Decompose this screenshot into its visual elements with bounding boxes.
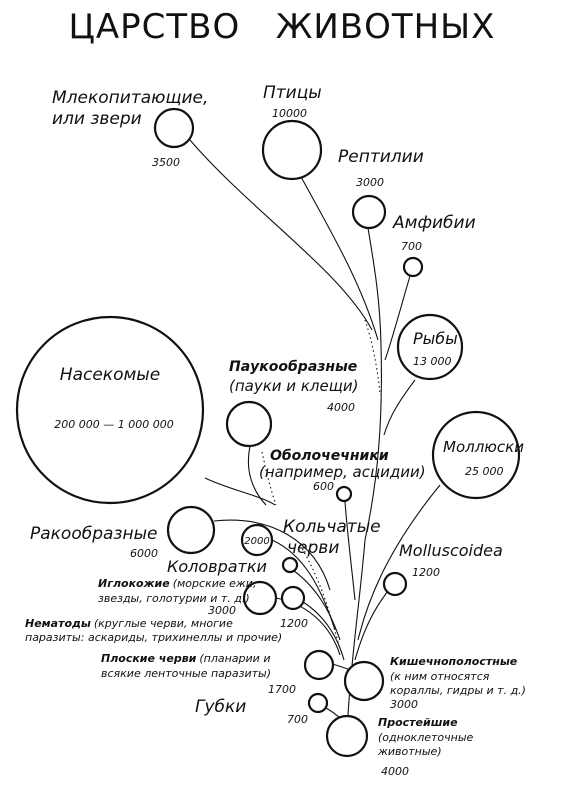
circle-protozoa xyxy=(325,714,369,758)
branch-main-stem xyxy=(364,344,382,541)
branch-reptiles xyxy=(367,227,382,346)
circle-insects xyxy=(15,315,205,505)
note-echinoderms-line1: (морские ежи, xyxy=(173,577,257,590)
label-sponges: Губки xyxy=(195,697,246,717)
branch-crustaceans xyxy=(213,519,331,591)
label-annelids-line2: черви xyxy=(287,538,339,558)
circle-coelenterates xyxy=(343,660,385,702)
count-fish: 13 000 xyxy=(413,355,452,368)
circle-arachnids xyxy=(225,400,273,448)
count-molluscs: 25 000 xyxy=(465,465,504,478)
count-birds: 10000 xyxy=(272,107,307,120)
branch-arachnids xyxy=(247,445,267,506)
dotted-link-top xyxy=(364,319,381,396)
note-arachnids: (пауки и клещи) xyxy=(229,377,358,395)
label-flatworms: Плоские черви xyxy=(101,652,197,665)
branch-mammals xyxy=(189,139,373,331)
branch-nematodes xyxy=(299,599,345,661)
label-molluscoidea: Molluscoidea xyxy=(399,541,503,560)
label-molluscs: Моллюски xyxy=(443,438,524,456)
count-sponges: 700 xyxy=(287,713,308,726)
label-nematodes-line1: Нематоды(круглые черви, многие xyxy=(25,617,233,630)
branch-amphibians xyxy=(384,275,411,361)
label-coelenterates: Кишечнополостные xyxy=(390,655,518,668)
count-insects: 200 000 — 1 000 000 xyxy=(54,418,173,431)
label-insects: Насекомые xyxy=(60,365,160,385)
count-protozoa: 4000 xyxy=(381,765,409,778)
note-flatworms-line1: (планарии и xyxy=(199,652,270,665)
count-molluscoidea: 1200 xyxy=(412,566,440,579)
circle-flatworms xyxy=(303,649,335,681)
branch-molluscoidea xyxy=(354,585,393,661)
circle-echinoderms xyxy=(242,580,278,616)
branch-fish xyxy=(383,379,416,436)
branch-insects xyxy=(204,477,276,506)
count-annelids: 2000 xyxy=(244,536,269,547)
label-annelids-line1: Кольчатые xyxy=(283,517,381,537)
circle-sponges xyxy=(307,692,329,714)
count-nematodes: 1200 xyxy=(280,617,308,630)
count-coelenterates: 3000 xyxy=(390,698,418,711)
label-birds: Птицы xyxy=(263,83,322,103)
count-amphibians: 700 xyxy=(401,240,422,253)
note-protozoa-line1: (одноклеточные xyxy=(378,731,474,744)
note-protozoa-line2: животные) xyxy=(377,745,442,758)
count-arachnids: 4000 xyxy=(327,401,355,414)
circle-tunicates xyxy=(335,485,353,503)
branches xyxy=(189,139,441,721)
circle-amphibians xyxy=(402,256,424,278)
dotted-link-lower xyxy=(299,544,341,651)
note-nematodes-line2: паразиты: аскариды, трихинеллы и прочие) xyxy=(25,631,282,644)
label-mammals-line2: или звери xyxy=(52,109,142,129)
branch-molluscs xyxy=(357,484,441,641)
label-flatworms-line1: Плоские черви(планарии и xyxy=(101,652,270,665)
label-echinoderms-line1: Иглокожие(морские ежи, xyxy=(98,577,256,590)
label-arachnids: Паукообразные xyxy=(229,359,357,375)
label-echinoderms: Иглокожие xyxy=(98,577,170,590)
count-flatworms: 1700 xyxy=(268,683,296,696)
label-rotifers: Коловратки xyxy=(167,557,267,576)
page-title: ЦАРСТВО ЖИВОТНЫХ xyxy=(69,7,496,47)
note-flatworms-line2: всякие ленточные паразиты) xyxy=(101,667,271,680)
circle-molluscoidea xyxy=(382,571,408,597)
labels: Млекопитающие, или звери 3500 Птицы 1000… xyxy=(25,83,526,778)
label-amphibians: Амфибии xyxy=(392,213,476,233)
count-crustaceans: 6000 xyxy=(130,547,158,560)
count-tunicates: 600 xyxy=(313,480,334,493)
label-reptiles: Рептилии xyxy=(338,147,424,167)
circle-birds xyxy=(261,119,323,181)
count-reptiles: 3000 xyxy=(356,176,384,189)
label-protozoa: Простейшие xyxy=(378,716,458,729)
note-coelenterates-line2: кораллы, гидры и т. д.) xyxy=(390,684,526,697)
count-echinoderms: 3000 xyxy=(208,604,236,617)
dotted-links xyxy=(261,319,381,651)
circle-crustaceans xyxy=(166,505,216,555)
branch-flatworms xyxy=(331,663,351,671)
branch-rotifers xyxy=(289,567,341,641)
circle-reptiles xyxy=(351,194,387,230)
note-coelenterates-line1: (к ним относятся xyxy=(390,670,490,683)
label-nematodes: Нематоды xyxy=(25,617,91,630)
label-tunicates: Оболочечники xyxy=(270,448,389,464)
circle-annelids xyxy=(240,523,274,557)
label-mammals-line1: Млекопитающие, xyxy=(52,88,208,108)
label-fish: Рыбы xyxy=(413,329,458,348)
branch-tunicates xyxy=(344,501,356,601)
circle-rotifers xyxy=(281,556,299,574)
label-crustaceans: Ракообразные xyxy=(30,524,157,544)
circle-mammals xyxy=(153,107,195,149)
circle-molluscs xyxy=(431,410,521,500)
circle-fish xyxy=(396,313,464,381)
note-echinoderms-line2: звезды, голотурии и т. д.) xyxy=(98,592,250,605)
dotted-link-insects xyxy=(261,451,277,506)
count-mammals: 3500 xyxy=(152,156,180,169)
note-tunicates: (например, асцидии) xyxy=(259,463,426,481)
note-nematodes-line1: (круглые черви, многие xyxy=(94,617,233,630)
branch-birds xyxy=(299,174,379,341)
circles xyxy=(15,107,521,758)
circle-nematodes xyxy=(280,585,306,611)
